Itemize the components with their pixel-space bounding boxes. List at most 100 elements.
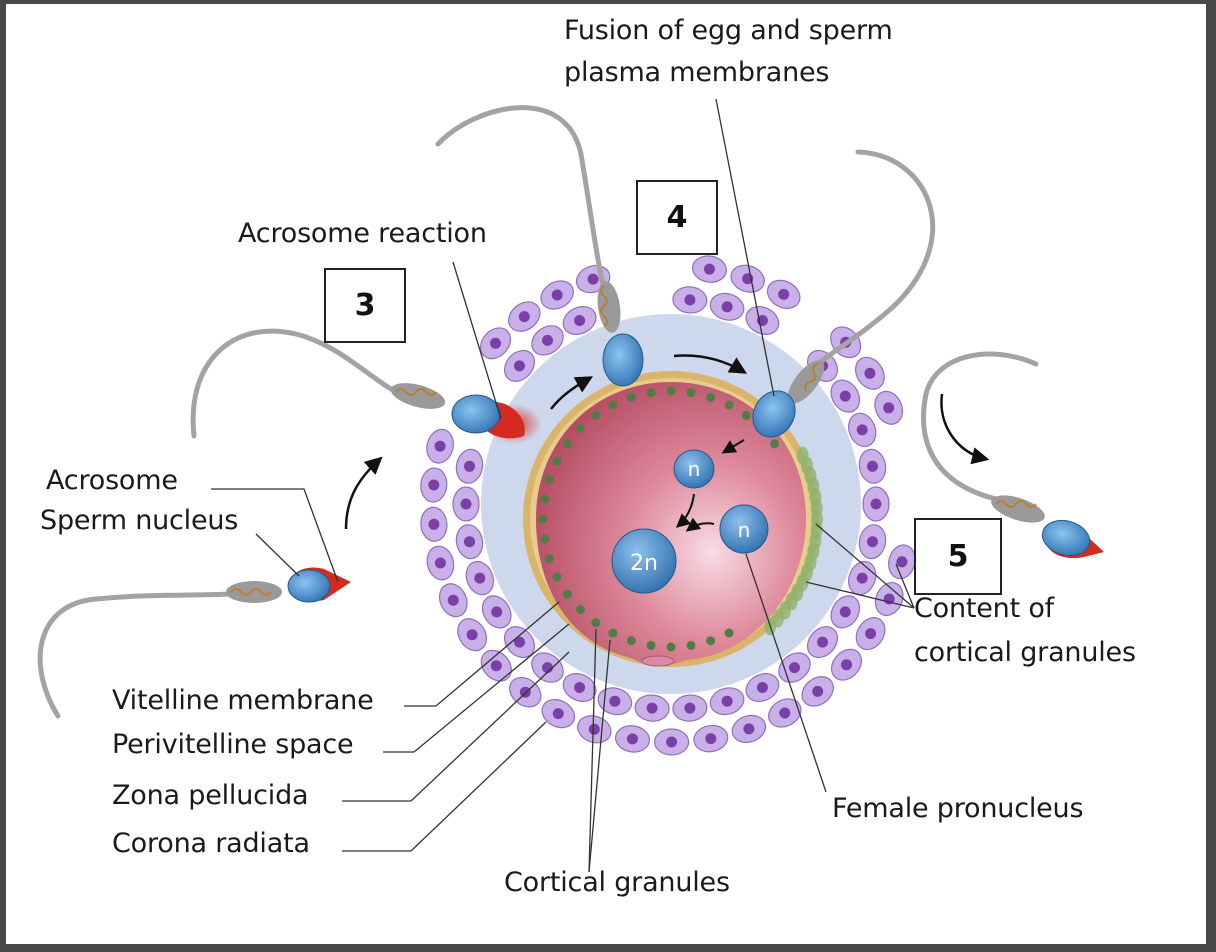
- cortical-granule: [741, 410, 751, 420]
- label-fusion-line2: plasma membranes: [564, 57, 830, 88]
- cortical-granule: [646, 640, 656, 650]
- leader-lines: [211, 98, 915, 873]
- corona-cell-nucleus: [574, 315, 586, 326]
- corona-cell-nucleus: [756, 682, 768, 693]
- cortical-granules-dots: [538, 386, 780, 652]
- corona-cell-nucleus: [666, 736, 678, 748]
- arrow-to-zona: [550, 376, 594, 410]
- cortical-granule-content: [764, 446, 823, 636]
- corona-cell-nucleus: [514, 636, 525, 648]
- cortical-granule: [576, 424, 585, 433]
- corona-cell-nucleus: [856, 424, 868, 436]
- arrow-to-fusion: [673, 354, 748, 374]
- corona-cell-nucleus: [778, 288, 790, 300]
- corona-cell-nucleus: [434, 440, 446, 452]
- cortical-granule: [591, 410, 601, 420]
- sperm-fusing: [752, 149, 936, 438]
- corona-cell-nucleus: [428, 518, 440, 530]
- corona-cell-nucleus: [474, 572, 486, 584]
- step-box-4: 4: [636, 180, 718, 255]
- corona-cell-nucleus: [542, 334, 553, 346]
- corona-cell-nucleus: [743, 723, 755, 735]
- corona-cell-nucleus: [867, 536, 878, 548]
- male-pronucleus: [673, 449, 715, 489]
- cortical-granule: [608, 400, 618, 410]
- corona-cell-nucleus: [464, 460, 475, 472]
- corona-cell-nucleus: [812, 685, 824, 697]
- cortical-granule: [770, 439, 780, 449]
- cortical-granule: [591, 618, 601, 628]
- corona-cell-nucleus: [704, 263, 715, 275]
- corona-cell-nucleus: [466, 629, 478, 641]
- corona-cell-nucleus: [551, 289, 563, 301]
- cortical-granule: [666, 386, 676, 396]
- corona-cell-nucleus: [447, 594, 459, 606]
- cortical-granule: [608, 628, 618, 638]
- corona-cell-nucleus: [865, 628, 877, 640]
- label-corona-radiata: Corona radiata: [112, 828, 310, 859]
- corona-cell-nucleus: [867, 460, 878, 472]
- cortical-granule: [686, 640, 696, 650]
- female-pronucleus: [719, 504, 769, 554]
- corona-cell-nucleus: [896, 556, 908, 568]
- label-perivitelline-space: Perivitelline space: [112, 729, 354, 760]
- female-pronucleus-label: n: [738, 518, 751, 542]
- corona-cell-nucleus: [460, 498, 472, 510]
- label-fusion-line1: Fusion of egg and sperm: [564, 15, 893, 46]
- corona-cell-nucleus: [684, 702, 696, 714]
- arrow-departing: [940, 393, 990, 465]
- step-box-3: 3: [324, 268, 406, 343]
- arrow-into-egg: [721, 439, 745, 454]
- label-content-line1: Content of: [914, 593, 1054, 624]
- label-zona-pellucida: Zona pellucida: [112, 780, 309, 811]
- corona-cell-nucleus: [518, 311, 530, 323]
- label-vitelline-membrane: Vitelline membrane: [112, 685, 374, 716]
- cortical-granule: [552, 572, 562, 582]
- cortical-granule: [724, 400, 734, 410]
- cortical-granule: [544, 474, 554, 484]
- corona-cell-nucleus: [588, 723, 600, 735]
- cortical-granule: [540, 534, 550, 544]
- corona-cell-nucleus: [490, 337, 501, 349]
- cortical-granule: [544, 554, 554, 564]
- cortical-granule: [626, 636, 636, 646]
- corona-cell-nucleus: [428, 479, 440, 491]
- cortical-granule: [576, 605, 585, 614]
- fertilization-diagram: n n 2n: [37, 98, 1104, 873]
- label-female-pronucleus: Female pronucleus: [832, 793, 1084, 824]
- cortical-granule: [540, 494, 550, 504]
- polar-body: [641, 655, 675, 667]
- cortical-granule: [666, 642, 676, 652]
- corona-cell-nucleus: [864, 367, 876, 379]
- step-box-5: 5: [914, 518, 1002, 595]
- zygote-nucleus-label: 2n: [630, 551, 658, 576]
- corona-cell-nucleus: [609, 695, 621, 707]
- corona-cell-nucleus: [856, 572, 868, 584]
- label-content-line2: cortical granules: [914, 637, 1136, 668]
- corona-cell-nucleus: [434, 557, 446, 569]
- corona-cell-nucleus: [870, 498, 882, 510]
- corona-cell-nucleus: [883, 402, 895, 414]
- sperm-departing: [921, 351, 1104, 559]
- cortical-granule: [538, 514, 548, 524]
- corona-cell-nucleus: [491, 606, 503, 618]
- label-cortical-granules: Cortical granules: [504, 867, 730, 898]
- figure-frame: n n 2n: [6, 4, 1206, 944]
- egg-cell: [536, 382, 806, 666]
- arrow-female-to-zygote: [685, 517, 715, 532]
- corona-cell-nucleus: [684, 294, 696, 306]
- corona-cell-nucleus: [552, 708, 564, 720]
- cortical-granule: [626, 392, 636, 402]
- corona-cell-nucleus: [705, 733, 717, 745]
- corona-cell-nucleus: [779, 707, 791, 719]
- corona-cell-nucleus: [627, 733, 638, 745]
- corona-cell-nucleus: [817, 636, 828, 648]
- corona-cell-nucleus: [841, 659, 852, 671]
- label-acrosome: Acrosome: [46, 465, 178, 496]
- cortical-granule: [686, 388, 696, 398]
- cortical-granule: [562, 439, 572, 449]
- corona-cell-nucleus: [839, 390, 851, 402]
- corona-cell-nucleus: [514, 360, 525, 372]
- cortical-granule: [706, 636, 716, 646]
- cortical-granule: [552, 456, 562, 466]
